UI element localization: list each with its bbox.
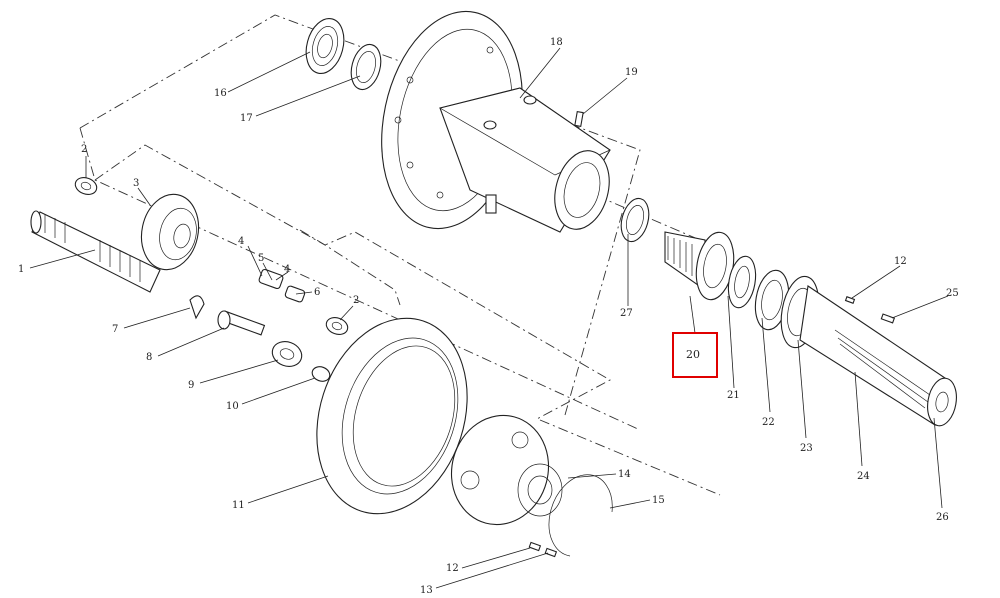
callout-13: 13 — [420, 585, 433, 596]
part-2-washer-b[interactable] — [324, 315, 350, 338]
callout-6: 6 — [314, 287, 320, 298]
part-14-planet-carrier[interactable] — [439, 404, 563, 535]
part-27-ring[interactable] — [617, 195, 654, 244]
part-1-input-shaft[interactable] — [30, 210, 161, 293]
callout-2: 2 — [81, 144, 87, 155]
callout-19: 19 — [625, 67, 638, 78]
part-12-bolt-upper[interactable] — [844, 296, 856, 304]
highlight-box — [672, 332, 718, 378]
part-25-bolt[interactable] — [880, 313, 896, 324]
callout-17: 17 — [240, 113, 253, 124]
part-2-washer-a[interactable] — [73, 175, 99, 198]
part-7-clip[interactable] — [189, 295, 205, 320]
callout-4: 4 — [284, 264, 290, 275]
callout-27: 27 — [620, 308, 633, 319]
callout-16: 16 — [214, 88, 227, 99]
part-18-housing[interactable] — [363, 0, 618, 242]
callout-1: 1 — [18, 264, 24, 275]
part-19-bolt[interactable] — [574, 110, 584, 128]
part-13-bolt[interactable] — [544, 547, 558, 558]
callout-4: 4 — [238, 236, 244, 247]
part-21-spacer[interactable] — [725, 254, 760, 310]
part-17-seal-ring[interactable] — [347, 41, 386, 93]
highlighted-callout-20[interactable]: 20 — [672, 332, 718, 378]
callout-21: 21 — [727, 390, 740, 401]
callout-2: 2 — [353, 295, 359, 306]
callout-3: 3 — [133, 178, 139, 189]
callout-22: 22 — [762, 417, 775, 428]
part-15-snap-ring[interactable] — [548, 474, 613, 557]
callout-12: 12 — [894, 256, 907, 267]
part-9-washer[interactable] — [269, 338, 305, 371]
callout-25: 25 — [946, 288, 959, 299]
leader-lines — [29, 47, 949, 589]
callout-11: 11 — [232, 500, 245, 511]
callout-23: 23 — [800, 443, 813, 454]
callout-7: 7 — [112, 324, 118, 335]
part-3-gear[interactable] — [135, 189, 206, 275]
part-12-bolt-lower[interactable] — [528, 541, 542, 552]
part-11-ring-gear[interactable] — [293, 299, 492, 534]
callout-9: 9 — [188, 380, 194, 391]
part-24-axle-shaft[interactable] — [799, 285, 960, 428]
part-4-5-6-pin[interactable] — [258, 268, 306, 303]
callout-10: 10 — [226, 401, 239, 412]
callout-18: 18 — [550, 37, 563, 48]
callout-26: 26 — [936, 512, 949, 523]
callout-8: 8 — [146, 352, 152, 363]
callout-5: 5 — [258, 253, 264, 264]
callout-12: 12 — [446, 563, 459, 574]
part-16-bearing[interactable] — [300, 14, 349, 77]
callout-14: 14 — [618, 469, 631, 480]
callout-15: 15 — [652, 495, 665, 506]
callout-24: 24 — [857, 471, 870, 482]
part-20-bearing-cone[interactable] — [664, 229, 739, 302]
callout-labels: 1 2 2 3 4 4 5 6 7 8 9 10 11 12 12 13 14 … — [18, 37, 959, 596]
part-8-bolt[interactable] — [217, 310, 266, 336]
callout-20: 20 — [686, 348, 700, 361]
